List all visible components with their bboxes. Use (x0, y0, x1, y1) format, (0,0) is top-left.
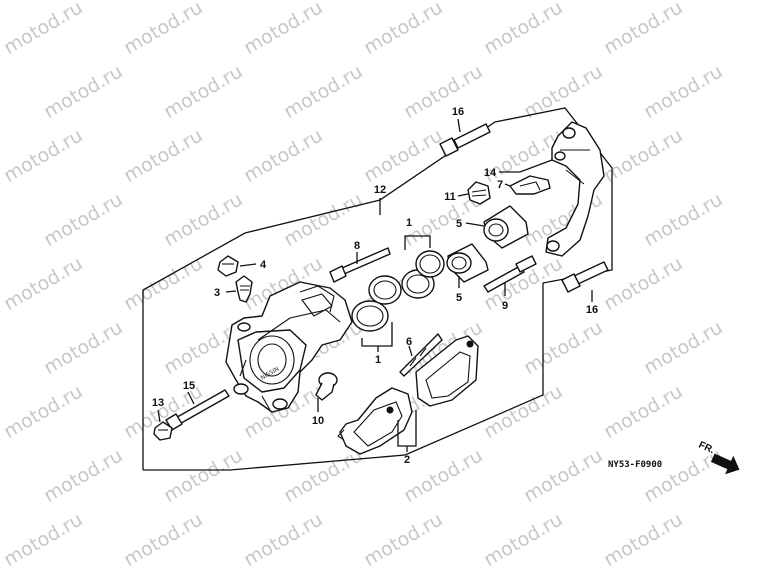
part-13-plug (153, 421, 173, 441)
part-2-pad-inner (415, 335, 479, 407)
callout-16-upper: 16 (452, 106, 464, 118)
leader-14 (499, 159, 553, 173)
leader-11 (457, 193, 469, 197)
callout-4: 4 (260, 259, 267, 271)
callout-16-lower: 16 (586, 304, 598, 316)
caliper-bracket (545, 121, 605, 257)
callout-14: 14 (484, 167, 497, 179)
part-9-bracket-pin (483, 255, 537, 293)
front-direction-label: FR. (697, 440, 716, 457)
callout-13: 13 (152, 397, 164, 409)
callout-1-left: 1 (375, 354, 381, 366)
callout-12: 12 (374, 184, 386, 196)
part-16-bolt-upper (439, 123, 491, 157)
callout-1-right: 1 (406, 217, 412, 229)
part-16-bolt-lower (561, 261, 609, 293)
callout-8: 8 (354, 240, 360, 252)
leader-7 (504, 183, 511, 187)
leader-16a (457, 118, 461, 133)
part-2-pad-outer (337, 387, 413, 455)
callout-7: 7 (497, 179, 503, 191)
callout-9: 9 (502, 300, 508, 312)
callout-15: 15 (183, 380, 195, 392)
part-1-seals-right (401, 250, 445, 299)
part-6-pad-spring (399, 333, 443, 377)
part-8-slide-pin (329, 247, 391, 283)
callout-2: 2 (404, 454, 410, 466)
part-10-retainer (315, 372, 338, 401)
part-4-bleed-cap (217, 255, 239, 277)
part-3-bleeder-screw (235, 275, 253, 303)
part-11-boot (467, 181, 491, 205)
leader-1b (361, 322, 393, 347)
part-7-clip (509, 175, 551, 195)
leader-3 (225, 290, 237, 293)
callout-11: 11 (444, 191, 456, 203)
callout-3: 3 (214, 287, 220, 299)
callout-10: 10 (312, 415, 324, 427)
callout-5-lower: 5 (456, 292, 462, 304)
callout-5-upper: 5 (456, 218, 462, 230)
part-5-piston-upper (483, 205, 529, 249)
leader-5a (465, 222, 485, 227)
part-5-piston-lower (446, 243, 489, 283)
group-outline (142, 107, 613, 471)
leader-13 (157, 409, 161, 423)
part-15-pad-pin (165, 389, 230, 431)
diagram-code: NY53-F0900 (608, 460, 662, 470)
leader-6 (408, 345, 413, 357)
leader-15 (187, 391, 195, 405)
part-1-seals-left (351, 275, 402, 332)
front-arrow-icon (710, 453, 740, 475)
leader-1a (404, 235, 431, 250)
leader-4 (239, 263, 257, 267)
caliper-body: NISSIN (225, 281, 353, 413)
callout-6: 6 (406, 336, 412, 348)
